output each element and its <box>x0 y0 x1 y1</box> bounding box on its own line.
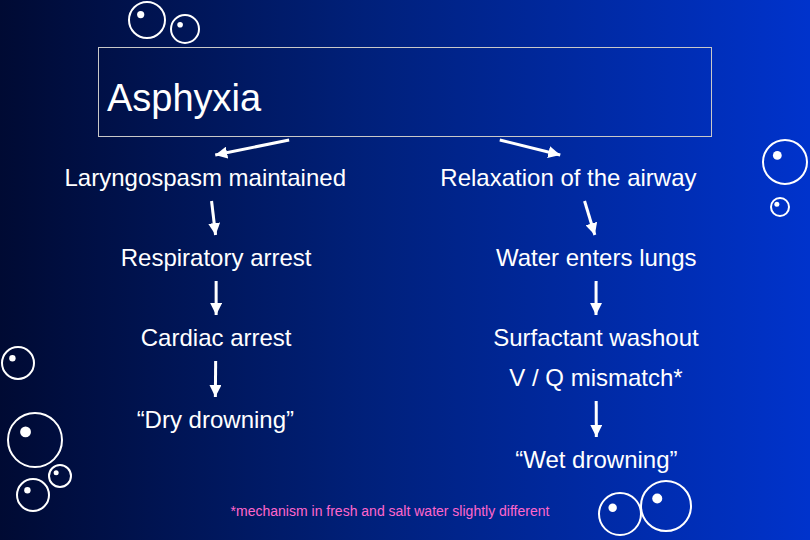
process-step: Relaxation of the airway <box>436 158 701 198</box>
bubble-highlight <box>608 504 616 512</box>
bubble-outline <box>2 347 34 379</box>
process-step: Water enters lungs <box>492 238 701 278</box>
process-step: Surfactant washout V / Q mismatch* <box>480 318 712 398</box>
bubble-outline <box>8 413 62 467</box>
step-text: Laryngospasm maintained <box>64 158 346 198</box>
bubble <box>771 198 789 216</box>
process-step: “Wet drowning” <box>511 440 682 480</box>
flow-arrow <box>215 140 289 155</box>
step-text: “Dry drowning” <box>136 400 294 440</box>
bubble <box>2 347 34 379</box>
bubble-highlight <box>20 427 31 438</box>
bubble <box>763 140 807 184</box>
step-text: “Wet drowning” <box>515 440 678 480</box>
process-step: Laryngospasm maintained <box>60 158 350 198</box>
flow-arrow <box>214 361 217 397</box>
bubble <box>49 465 71 487</box>
bubble-highlight <box>652 494 662 504</box>
bubble-highlight <box>773 151 782 160</box>
bubble <box>641 481 691 531</box>
process-step: “Dry drowning” <box>132 400 298 440</box>
bubble <box>171 15 199 43</box>
bubble-outline <box>129 2 165 38</box>
process-step: Respiratory arrest <box>117 238 316 278</box>
step-text: Surfactant washout V / Q mismatch* <box>484 318 708 398</box>
bubble <box>129 2 165 38</box>
bubble-outline <box>763 140 807 184</box>
step-text: Respiratory arrest <box>121 238 312 278</box>
step-text: Water enters lungs <box>496 238 697 278</box>
bubble-outline <box>171 15 199 43</box>
bubble-outline <box>599 493 641 535</box>
bubble-outline <box>641 481 691 531</box>
footnote: *mechanism in fresh and salt water sligh… <box>231 502 550 520</box>
heading-text: Asphyxia <box>107 67 261 121</box>
flow-arrow <box>500 140 560 155</box>
bubble-highlight <box>9 355 15 361</box>
heading-box: Asphyxia <box>98 47 712 137</box>
step-text: Relaxation of the airway <box>440 158 697 198</box>
flow-arrow <box>212 201 216 235</box>
bubble <box>8 413 62 467</box>
bubble-highlight <box>177 22 183 28</box>
bubble <box>599 493 641 535</box>
bubble-highlight <box>774 202 779 207</box>
flow-arrow <box>595 281 598 315</box>
bubble-highlight <box>24 487 30 493</box>
step-text: Cardiac arrest <box>141 318 292 358</box>
bubble-outline <box>17 479 49 511</box>
flow-arrow <box>585 201 595 235</box>
flow-arrow <box>595 401 598 437</box>
bubble-highlight <box>137 11 144 18</box>
bubble-outline <box>771 198 789 216</box>
process-step: Cardiac arrest <box>137 318 296 358</box>
bubble-highlight <box>54 470 59 475</box>
bubble <box>17 479 49 511</box>
flow-arrow <box>215 281 218 315</box>
bubble-outline <box>49 465 71 487</box>
